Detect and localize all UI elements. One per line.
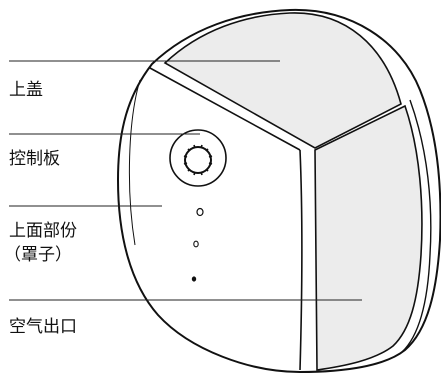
front-face-top-edge (149, 67, 301, 151)
top-cover-panel (163, 12, 402, 149)
led-indicator-icon (193, 240, 199, 248)
right-panel-edge (401, 99, 432, 353)
front-face-right-edge (299, 149, 303, 371)
dial-knob-icon[interactable] (184, 146, 212, 174)
label-upper-part: 上面部份 (9, 221, 77, 241)
label-air-outlet: 空气出口 (9, 317, 77, 337)
led-indicator-icon (191, 276, 197, 282)
air-outlet-panel (314, 104, 423, 371)
led-indicator-icon (196, 207, 204, 217)
label-control-panel: 控制板 (9, 149, 60, 169)
label-upper-part-note: （罩子） (4, 245, 72, 265)
label-top-cover: 上盖 (9, 80, 43, 100)
inner-left-edge (128, 79, 141, 246)
dial-knob-grip-icon (183, 144, 213, 176)
